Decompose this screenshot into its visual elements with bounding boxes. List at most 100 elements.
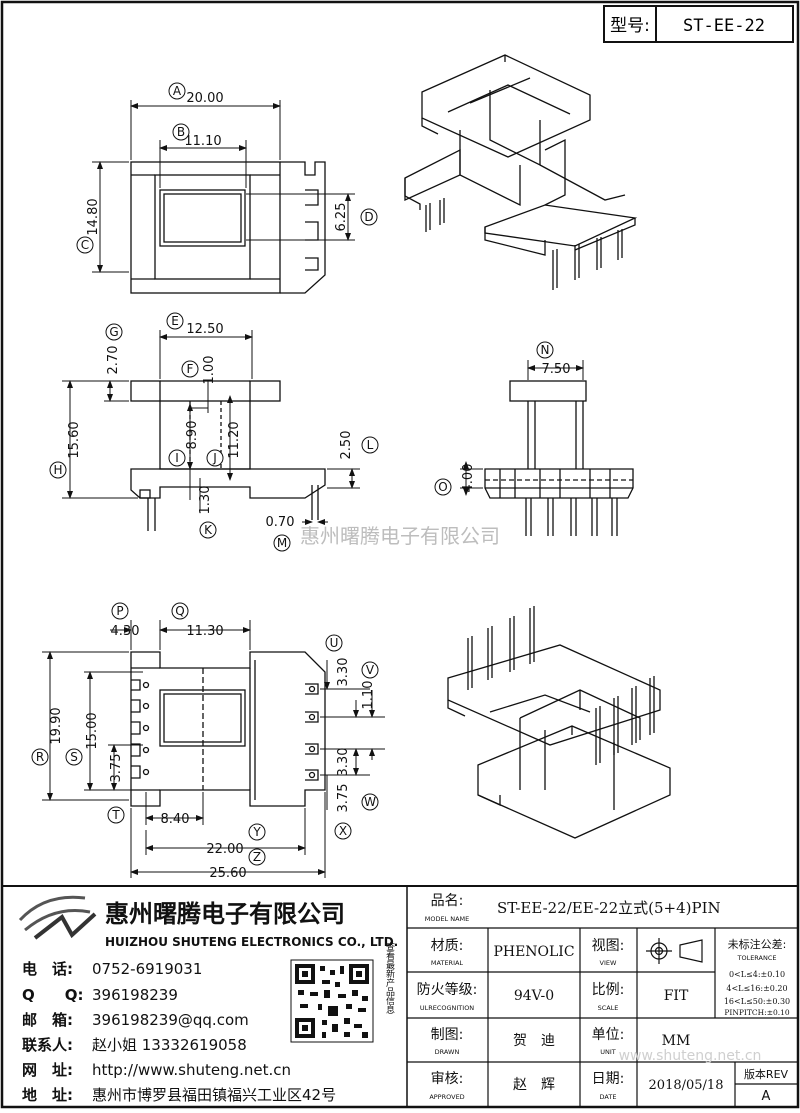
letter-o: O bbox=[434, 478, 452, 496]
approved-value: 赵 辉 bbox=[513, 1077, 555, 1093]
dim-j-value: 11.20 bbox=[227, 421, 242, 458]
letter-e: E bbox=[166, 312, 184, 330]
letter-r: R bbox=[31, 748, 49, 766]
svg-text:J: J bbox=[212, 451, 217, 465]
web-label: 网 址: bbox=[22, 1061, 73, 1079]
drawn-label: 制图: bbox=[431, 1027, 464, 1043]
projection-symbol bbox=[646, 938, 703, 964]
scale-label-en: SCALE bbox=[598, 1004, 619, 1012]
model-label: 型号: bbox=[610, 16, 650, 36]
material-value: PHENOLIC bbox=[493, 944, 574, 960]
company-info: 惠州曙腾电子有限公司 HUIZHOU SHUTENG ELECTRONICS C… bbox=[22, 900, 398, 1104]
letter-x: X bbox=[334, 822, 352, 840]
contact-label: 联系人: bbox=[22, 1036, 73, 1054]
letter-n: N bbox=[536, 341, 554, 359]
dim-k-value: 1.30 bbox=[198, 486, 213, 515]
watermark-text: 惠州曙腾电子有限公司 bbox=[300, 524, 500, 548]
tolerance-label: 未标注公差: bbox=[728, 937, 787, 951]
letter-b: B bbox=[172, 123, 190, 141]
letter-k: K bbox=[199, 521, 217, 539]
isometric-view-top bbox=[404, 54, 638, 290]
svg-text:Y: Y bbox=[252, 825, 261, 839]
top-view-dimensions bbox=[92, 100, 355, 273]
tel-value: 0752-6919031 bbox=[92, 960, 202, 978]
material-label-en: MATERIAL bbox=[431, 959, 464, 967]
addr-label: 地 址: bbox=[22, 1086, 73, 1104]
letter-q: Q bbox=[171, 602, 189, 620]
svg-text:G: G bbox=[109, 325, 118, 339]
dim-m-value: 0.70 bbox=[266, 515, 295, 530]
qq-value: 396198239 bbox=[92, 986, 178, 1004]
dim-x-value: 8.40 bbox=[161, 812, 190, 827]
svg-text:N: N bbox=[541, 343, 550, 357]
rev-value: A bbox=[762, 1089, 771, 1104]
tolerance-2: 4<L≤16:±0.20 bbox=[726, 984, 787, 993]
svg-text:Q: Q bbox=[175, 604, 184, 618]
drawn-label-en: DRAWN bbox=[435, 1048, 460, 1056]
letter-v: V bbox=[361, 661, 379, 679]
dim-s-value: 15.00 bbox=[85, 712, 100, 749]
svg-text:V: V bbox=[366, 663, 375, 677]
letter-f: F bbox=[181, 360, 199, 378]
letter-l: L bbox=[361, 436, 379, 454]
qq-label: Q Q: bbox=[22, 986, 84, 1004]
letter-j: J bbox=[206, 449, 224, 467]
letter-h: H bbox=[49, 461, 67, 479]
letter-w: W bbox=[361, 793, 379, 811]
front-view-dimensions bbox=[62, 330, 360, 525]
dimension-values: 20.00 11.10 14.80 6.25 12.50 1.00 2.70 1… bbox=[49, 91, 570, 881]
svg-text:A: A bbox=[173, 84, 182, 98]
svg-text:S: S bbox=[70, 750, 78, 764]
date-value: 2018/05/18 bbox=[649, 1078, 724, 1093]
contact-value: 赵小姐 13332619058 bbox=[92, 1036, 247, 1054]
product-label: 品名: bbox=[431, 893, 464, 909]
svg-text:F: F bbox=[187, 362, 194, 376]
tolerance-label-en: TOLERANCE bbox=[736, 954, 776, 962]
company-name-en: HUIZHOU SHUTENG ELECTRONICS CO., LTD. bbox=[105, 935, 398, 949]
letter-i: I bbox=[168, 449, 186, 467]
dim-u-value: 3.30 bbox=[336, 658, 351, 687]
dim-w-value: 3.30 bbox=[336, 748, 351, 777]
svg-text:R: R bbox=[36, 750, 44, 764]
title-block bbox=[2, 885, 798, 1107]
letter-z: Z bbox=[248, 848, 266, 866]
model-value: ST-EE-22 bbox=[683, 16, 765, 36]
svg-text:X: X bbox=[339, 824, 347, 838]
dim-a-value: 20.00 bbox=[186, 91, 223, 106]
tolerance-4: PINPITCH:±0.10 bbox=[724, 1008, 790, 1017]
dim-g-value: 2.70 bbox=[106, 346, 121, 375]
letter-p: P bbox=[111, 602, 129, 620]
product-label-en: MODEL NAME bbox=[425, 915, 470, 923]
title-block-text: 品名: MODEL NAME ST-EE-22/EE-22立式(5+4)PIN … bbox=[417, 893, 791, 1104]
side-view bbox=[484, 380, 634, 536]
dim-w2-value: 3.75 bbox=[336, 784, 351, 813]
bottom-view-dimensions bbox=[42, 620, 385, 878]
svg-text:K: K bbox=[204, 523, 213, 537]
tel-label: 电 话: bbox=[22, 960, 73, 978]
view-label: 视图: bbox=[592, 938, 625, 954]
svg-text:U: U bbox=[330, 636, 339, 650]
qr-caption: 查看最新产品信息 bbox=[384, 941, 395, 1014]
dim-d-value: 6.25 bbox=[334, 203, 349, 232]
view-label-en: VIEW bbox=[600, 959, 617, 967]
side-view-dimensions bbox=[460, 360, 584, 496]
dim-i-value: 8.90 bbox=[185, 421, 200, 450]
approved-label-en: APPROVED bbox=[429, 1093, 464, 1101]
qr-code bbox=[290, 959, 374, 1043]
dim-l-value: 2.50 bbox=[339, 431, 354, 460]
dim-f-value: 1.00 bbox=[202, 356, 217, 385]
product-value: ST-EE-22/EE-22立式(5+4)PIN bbox=[497, 899, 721, 917]
dim-c-value: 14.80 bbox=[86, 198, 101, 235]
dim-r-value: 19.90 bbox=[49, 707, 64, 744]
svg-text:L: L bbox=[367, 438, 374, 452]
drawn-value: 贺 迪 bbox=[513, 1033, 555, 1049]
addr-value: 惠州市博罗县福田镇福兴工业区42号 bbox=[92, 1086, 336, 1104]
letter-g: G bbox=[105, 323, 123, 341]
svg-text:Z: Z bbox=[253, 850, 261, 864]
dim-o-value: 4.00 bbox=[461, 464, 476, 493]
svg-text:B: B bbox=[177, 125, 185, 139]
letter-c: C bbox=[76, 236, 94, 254]
dim-h-value: 15.60 bbox=[67, 421, 82, 458]
